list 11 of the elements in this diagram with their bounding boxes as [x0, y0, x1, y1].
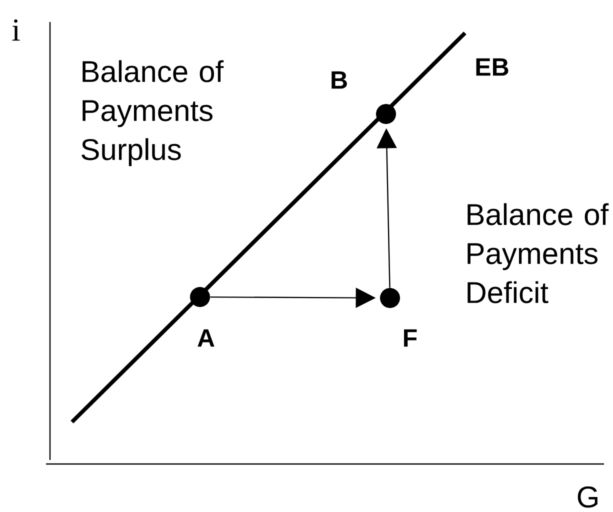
- point: [376, 104, 396, 124]
- axis-label: G: [578, 486, 598, 508]
- point: [380, 288, 400, 308]
- region-label: Balance of Payments Deficit: [468, 203, 609, 304]
- curve-label: EB: [476, 58, 508, 76]
- region-label: Balance of Payments Surplus: [82, 60, 224, 166]
- axis-label: i: [12, 19, 20, 41]
- point-label: B: [332, 71, 347, 89]
- point: [190, 287, 210, 307]
- point-label: A: [198, 329, 214, 347]
- point-label: F: [404, 329, 417, 347]
